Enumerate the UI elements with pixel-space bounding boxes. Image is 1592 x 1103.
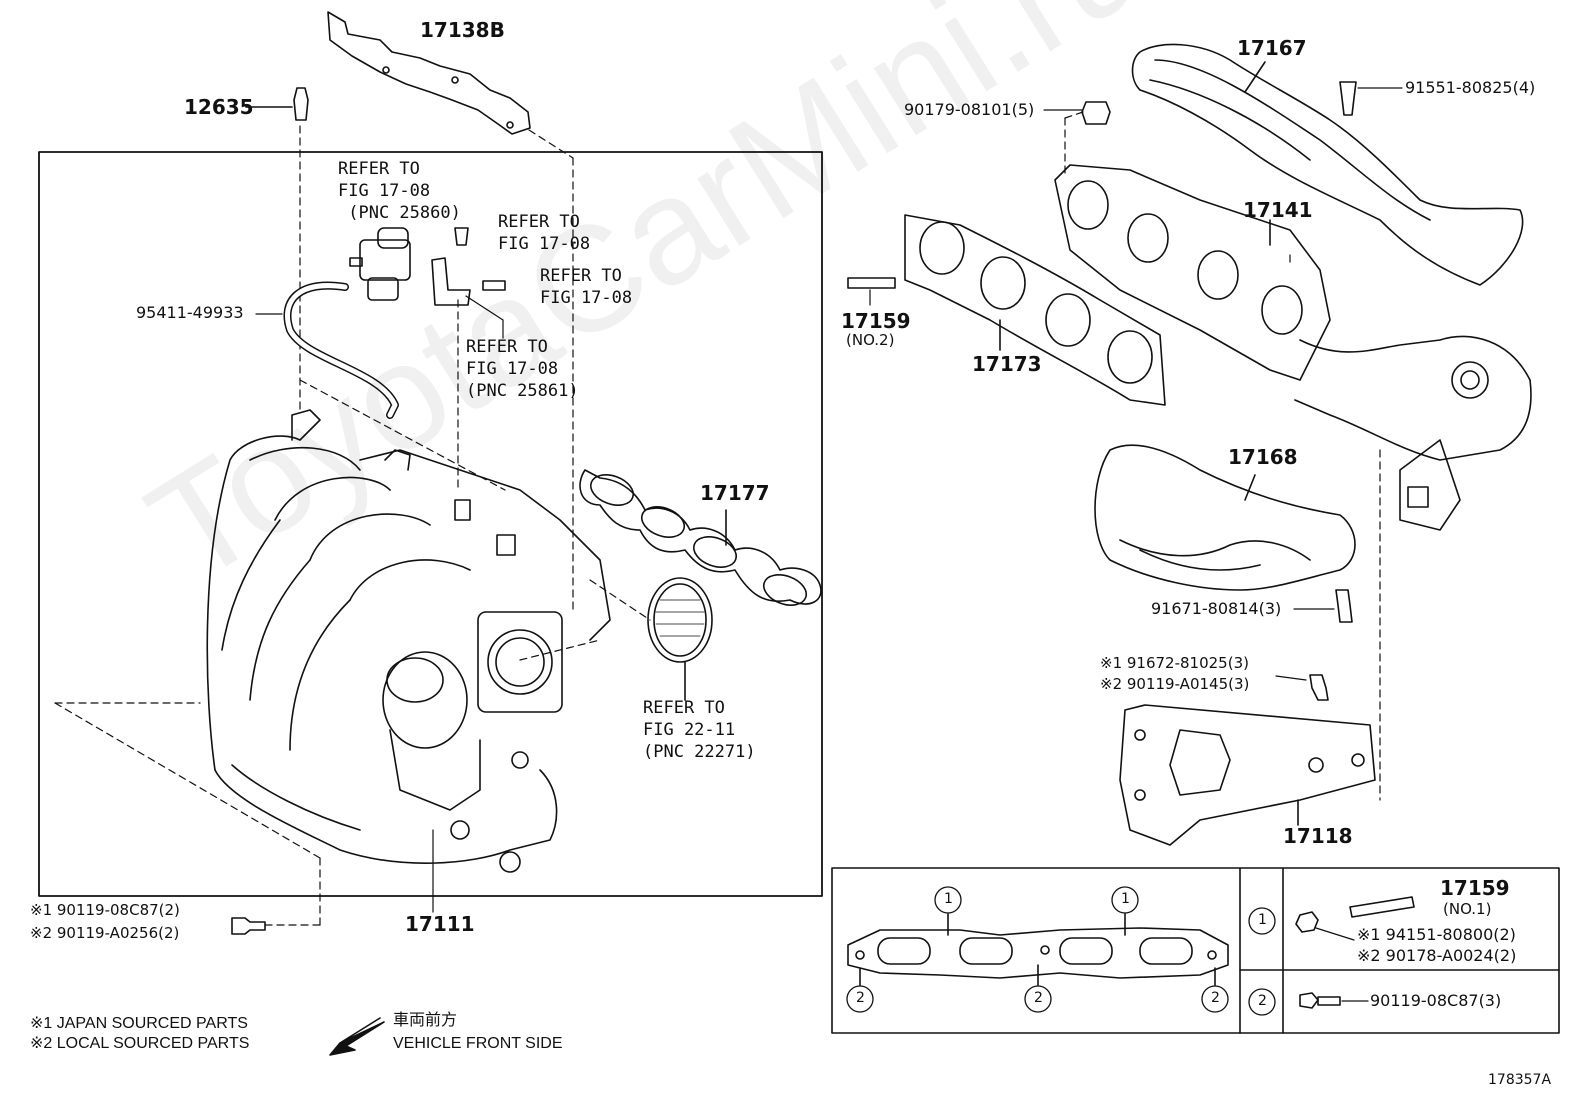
- vsv-bracket: [431, 257, 471, 306]
- bolt-90119-08c87: [231, 917, 266, 935]
- table-row2-part: 90119-08C87(3): [1370, 991, 1502, 1010]
- figure-id: 178357A: [1488, 1072, 1552, 1088]
- vsv-valve: [349, 227, 411, 301]
- table-row2-marker: 2: [1258, 993, 1267, 1009]
- label-17168: 17168: [1228, 445, 1298, 469]
- footnote-local-sourced: ※2 LOCAL SOURCED PARTS: [30, 1035, 250, 1052]
- bolt-91672: [1309, 674, 1329, 701]
- leader-91672: [1275, 675, 1307, 681]
- refer-note-bolt: REFER TO FIG 17-08: [498, 212, 591, 254]
- label-17111: 17111: [405, 912, 475, 936]
- bolt-91671: [1335, 589, 1353, 623]
- table-marker-1a: 1: [944, 891, 953, 907]
- throttle-gasket: [647, 577, 713, 701]
- label-12635: 12635: [184, 95, 254, 119]
- intake-manifold-17111: [206, 409, 611, 873]
- vsv-bolt-2: [482, 280, 506, 291]
- table-row1-marker: 1: [1258, 912, 1267, 928]
- bracket-17118: [1119, 704, 1376, 846]
- stud-17159-no2: [847, 277, 896, 289]
- table-row1-b: ※2 90178-A0024(2): [1357, 946, 1517, 965]
- bracket-17138b: [327, 11, 531, 135]
- guide-lines-left: [54, 125, 651, 926]
- label-95411-49933: 95411-49933: [136, 303, 244, 322]
- label-17141: 17141: [1243, 198, 1313, 222]
- heat-insulator-17168: [1094, 444, 1356, 591]
- refer-note-bolt-2: REFER TO FIG 17-08: [540, 266, 633, 308]
- exhaust-manifold-17141: [1054, 164, 1532, 531]
- gasket-17173: [904, 214, 1166, 406]
- gasket-17177: [579, 469, 822, 606]
- label-17118: 17118: [1283, 824, 1353, 848]
- label-17173: 17173: [972, 352, 1042, 376]
- refer-note-25861: REFER TO FIG 17-08 (PNC 25861): [466, 337, 579, 401]
- label-91672-81025: ※1 91672-81025(3): [1100, 654, 1249, 672]
- intake-assembly-frame: [38, 151, 823, 897]
- heat-insulator-17167: [1131, 43, 1524, 286]
- footnote-japan-sourced: ※1 JAPAN SOURCED PARTS: [30, 1015, 248, 1032]
- table-marker-2b: 2: [1034, 990, 1043, 1006]
- label-17177: 17177: [700, 481, 770, 505]
- label-17167: 17167: [1237, 36, 1307, 60]
- refer-note-22271: REFER TO FIG 22-11 (PNC 22271): [643, 698, 756, 762]
- label-90119-08c87: ※1 90119-08C87(2): [30, 901, 180, 919]
- refer-note-25860: REFER TO FIG 17-08 (PNC 25860): [338, 159, 461, 223]
- label-90119-a0256: ※2 90119-A0256(2): [30, 924, 180, 942]
- label-17138b: 17138B: [420, 18, 505, 42]
- table-row1-part: 17159: [1440, 876, 1510, 900]
- circle-markers: [846, 886, 1276, 1016]
- label-91551-80825: 91551-80825(4): [1405, 78, 1536, 97]
- label-90119-a0145: ※2 90119-A0145(3): [1100, 675, 1250, 693]
- vehicle-front-jp: 車両前方: [393, 1012, 458, 1029]
- label-90179-08101: 90179-08101(5): [904, 100, 1035, 119]
- vsv-bolt: [454, 227, 469, 246]
- table-marker-2a: 2: [856, 990, 865, 1006]
- legend-table: [831, 867, 1560, 1034]
- table-row1-a: ※1 94151-80800(2): [1357, 925, 1516, 944]
- bolt-91551: [1339, 81, 1357, 116]
- stud-12635: [245, 87, 309, 121]
- leader-lines-left: [255, 295, 504, 913]
- table-row1-part-note: (NO.1): [1443, 900, 1492, 918]
- nut-90179: [1081, 101, 1111, 125]
- vehicle-front-arrow-icon: [329, 1017, 385, 1056]
- hose-95411: [283, 281, 399, 419]
- table-marker-2c: 2: [1211, 990, 1220, 1006]
- label-17159: 17159: [841, 309, 911, 333]
- vehicle-front-en: VEHICLE FRONT SIDE: [393, 1035, 563, 1052]
- guide-lines-right: [1064, 111, 1381, 801]
- label-91671-80814: 91671-80814(3): [1151, 599, 1282, 618]
- hose-95411-inner: [284, 283, 398, 418]
- table-marker-1b: 1: [1121, 891, 1130, 907]
- label-17159-note: (NO.2): [846, 331, 895, 349]
